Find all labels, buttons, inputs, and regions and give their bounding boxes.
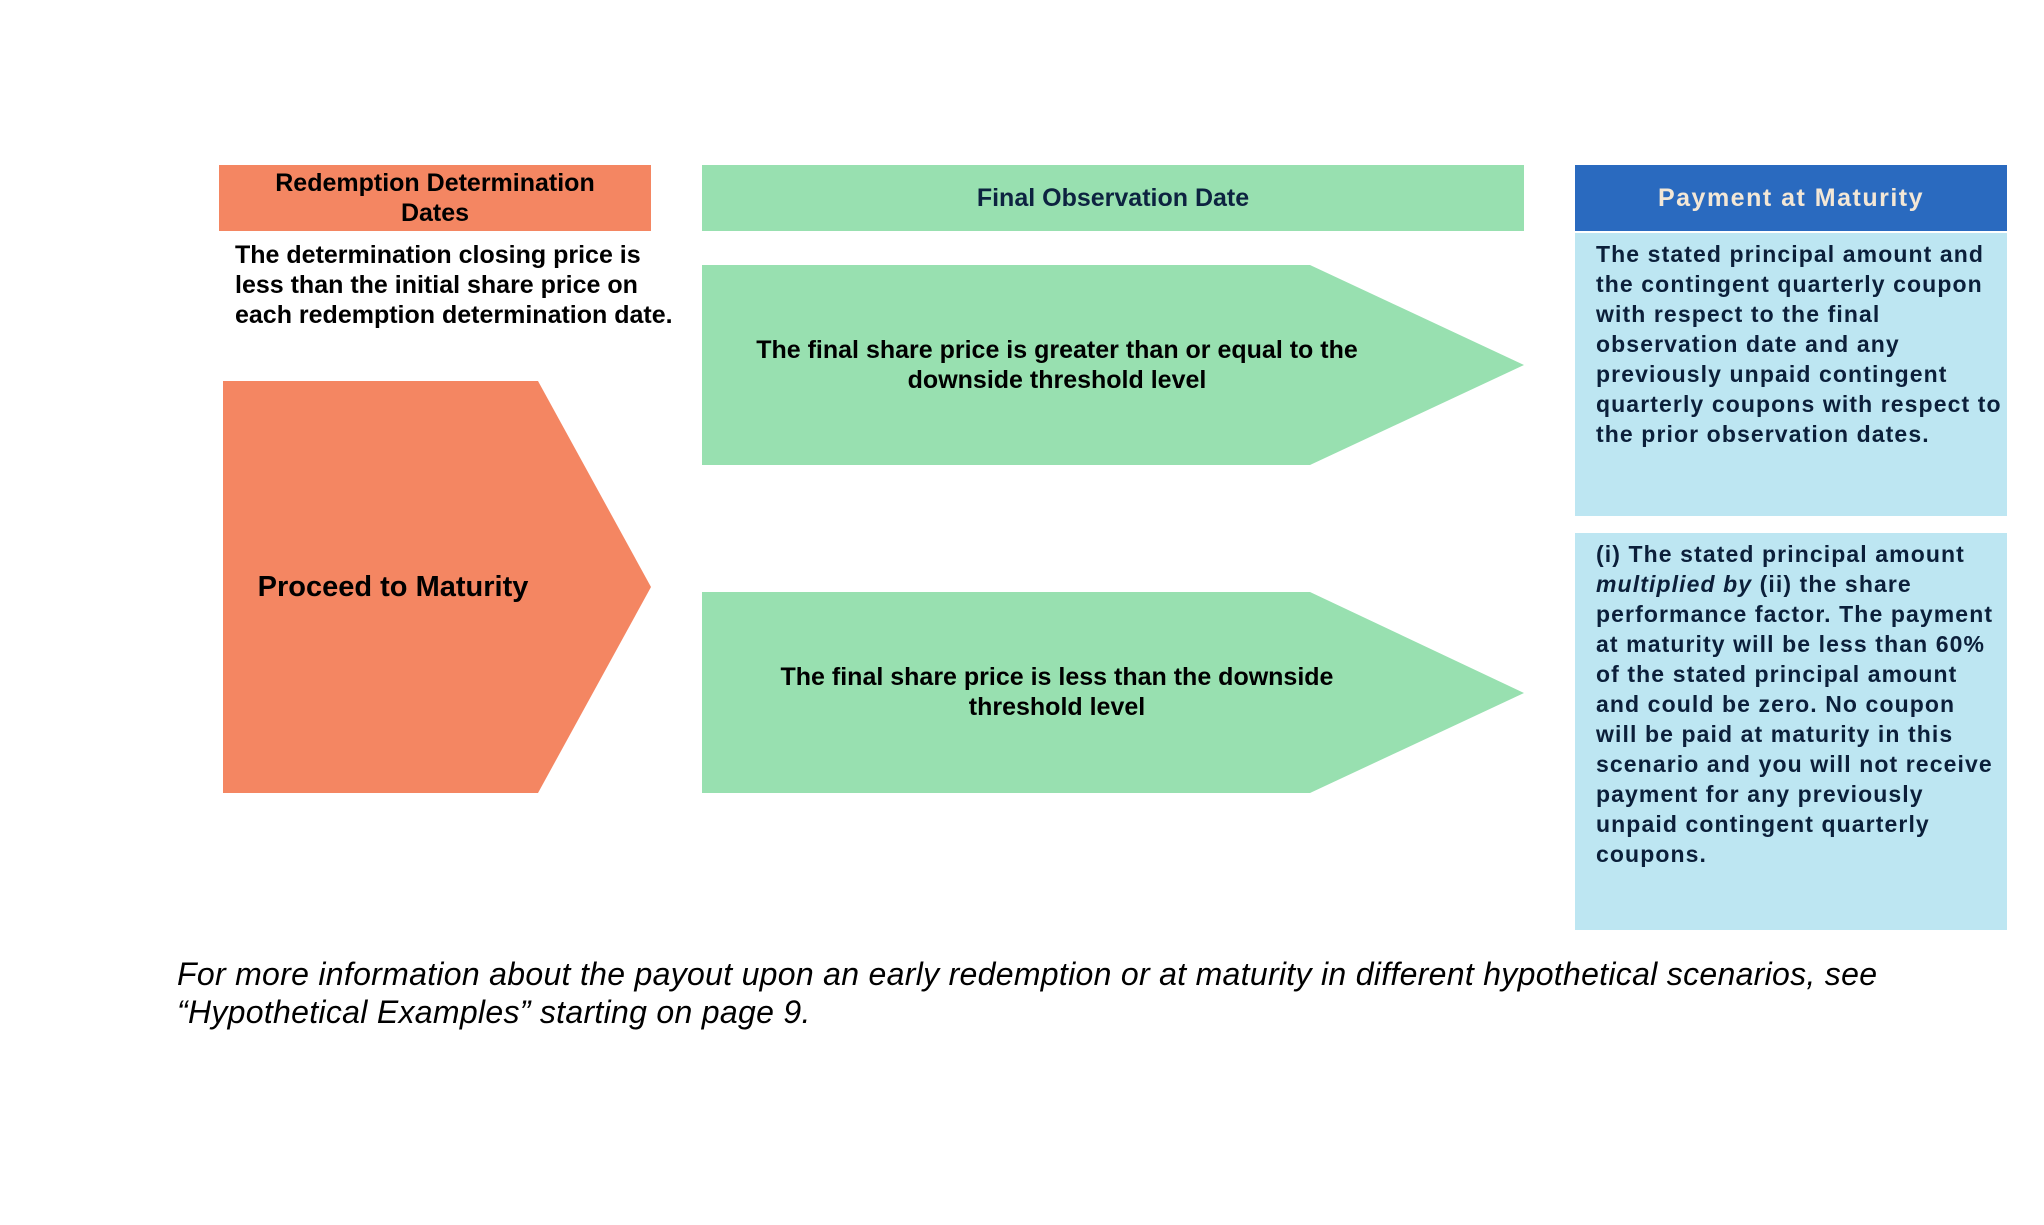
proceed-arrow-shape (223, 381, 651, 793)
footnote: For more information about the payout up… (177, 956, 1878, 1030)
payment-at-maturity-header-text: Payment at Maturity (1657, 184, 1925, 212)
payment-2-part3: No coupon will be paid at maturity in th… (1596, 691, 1993, 867)
payment-2-part1: (i) The stated principal amount (1596, 541, 1965, 567)
scenario-2-suffix: the downside threshold level (968, 663, 1334, 721)
payment-2-part2: (ii) the share performance factor. (1596, 571, 1912, 627)
scenario-1-bold: greater than or equal to (1034, 336, 1314, 364)
redemption-condition-text: The determination closing price is less … (235, 241, 673, 329)
payment-scenario-1: The stated principal amount and the cont… (1575, 233, 2007, 516)
redemption-dates-header-text: Redemption Determination Dates (275, 169, 595, 227)
payment-at-maturity-header: Payment at Maturity (1575, 165, 2007, 231)
scenario-1-prefix: The final share price is (756, 336, 1035, 364)
final-observation-header: Final Observation Date (702, 165, 1524, 231)
scenario-1-text: The final share price is greater than or… (702, 265, 1412, 465)
final-observation-header-text: Final Observation Date (976, 184, 1250, 212)
scenario-2-bold: less than (1058, 663, 1167, 691)
payment-2-italic: multiplied by (1596, 571, 1753, 597)
scenario-1-arrow-shape (702, 265, 1524, 465)
scenario-2-prefix: The final share price is (780, 663, 1059, 691)
redemption-dates-header: Redemption Determination Dates (219, 165, 651, 231)
scenario-2-arrow-shape (702, 592, 1524, 793)
scenario-2-text: The final share price is less than the d… (702, 592, 1412, 792)
scenario-1-suffix: the downside threshold level (907, 336, 1358, 394)
payment-scenario-2: (i) The stated principal amount multipli… (1575, 533, 2007, 930)
proceed-to-maturity-text: Proceed to Maturity (257, 571, 529, 603)
proceed-to-maturity-label: Proceed to Maturity (223, 381, 653, 793)
payment-2-bold: The payment at maturity will be less tha… (1596, 601, 1994, 717)
